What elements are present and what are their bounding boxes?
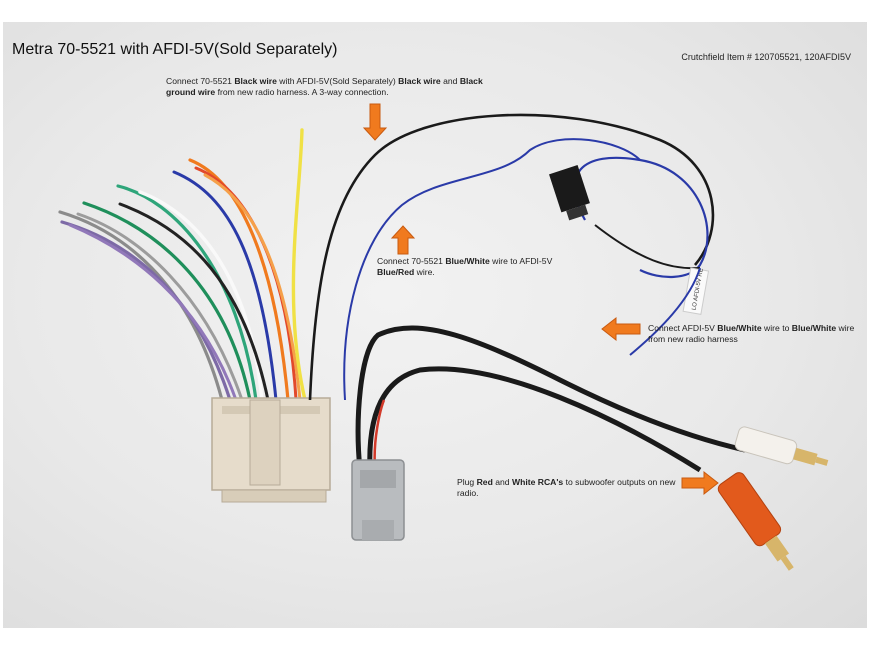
note-blue-white-red: Connect 70-5521 Blue/White wire to AFDI-… — [377, 256, 567, 278]
arrow-left-icon — [601, 316, 641, 342]
wire-yellow — [291, 128, 307, 402]
arrow-down-icon — [362, 103, 388, 141]
note-text: wire to AFDI-5V — [489, 256, 553, 266]
item-number: Crutchfield Item # 120705521, 120AFDI5V — [681, 52, 851, 62]
main-plug — [211, 397, 331, 503]
annotation-arrows — [362, 103, 719, 496]
note-black-ground: Connect 70-5521 Black wire with AFDI-5V(… — [166, 76, 496, 98]
sub-harness-plug — [351, 459, 405, 541]
wire-violet-2 — [68, 223, 238, 402]
note-text: Connect 70-5521 — [166, 76, 235, 86]
wire-green-white — [116, 184, 258, 402]
wire-blue-harness — [172, 170, 278, 402]
afdi-loop-wire-2 — [594, 224, 701, 270]
note-bold: Red — [476, 477, 493, 487]
note-bold: Blue/White — [791, 323, 837, 333]
note-bold: White RCA's — [511, 477, 564, 487]
note-text: Connect AFDI-5V — [648, 323, 718, 333]
note-text: from new radio harness. A 3-way connecti… — [215, 87, 389, 98]
note-text: wire. — [414, 267, 435, 278]
wire-orange — [188, 158, 290, 402]
wire-black — [118, 202, 270, 402]
note-rca: Plug Red and White RCA's to subwoofer ou… — [457, 477, 677, 499]
note-bold: Black wire — [234, 76, 277, 86]
note-bold: Black wire — [398, 76, 441, 86]
harness-photo: LO AFDI-5V RE — [3, 22, 867, 628]
wire-orange-2 — [203, 173, 302, 402]
wire-green — [82, 201, 252, 402]
wire-gray — [58, 210, 224, 402]
loose-blue-white-wire — [629, 267, 701, 356]
note-bold: Blue/White — [445, 256, 490, 266]
rca-white — [734, 426, 829, 466]
afdi-module-plug — [549, 165, 590, 221]
note-bold: Blue/Red — [377, 267, 415, 278]
note-bold: Black ground wire — [166, 76, 483, 98]
note-text: to subwoofer outputs on new radio. — [457, 477, 676, 499]
harness-illustration: LO AFDI-5V RE — [58, 103, 829, 571]
arrow-up-icon — [390, 225, 416, 255]
page-title: Metra 70-5521 with AFDI-5V(Sold Separate… — [12, 41, 338, 58]
afdi-loop-wire — [573, 156, 709, 279]
note-text: Plug — [457, 477, 477, 487]
note-text: and — [492, 477, 512, 487]
rca-cable-black — [355, 325, 746, 471]
note-bold: Blue/White — [717, 323, 762, 333]
note-text: with AFDI-5V(Sold Separately) — [276, 76, 399, 86]
wire-violet — [60, 220, 232, 402]
wire-gray-2 — [76, 212, 244, 402]
rca-red — [717, 472, 794, 571]
note-text: and — [440, 76, 460, 86]
wire-bundle — [58, 128, 307, 402]
note-text: wire to — [761, 323, 792, 333]
rca-cable-black-2 — [367, 366, 702, 473]
arrow-right-icon — [681, 470, 719, 496]
note-afdi-blue-white: Connect AFDI-5V Blue/White wire to Blue/… — [648, 323, 858, 345]
black-ground-wire — [308, 113, 715, 401]
note-text: Connect 70-5521 — [377, 256, 446, 266]
blue-white-wire — [343, 138, 641, 401]
note-text: wire from new radio harness — [648, 323, 855, 345]
